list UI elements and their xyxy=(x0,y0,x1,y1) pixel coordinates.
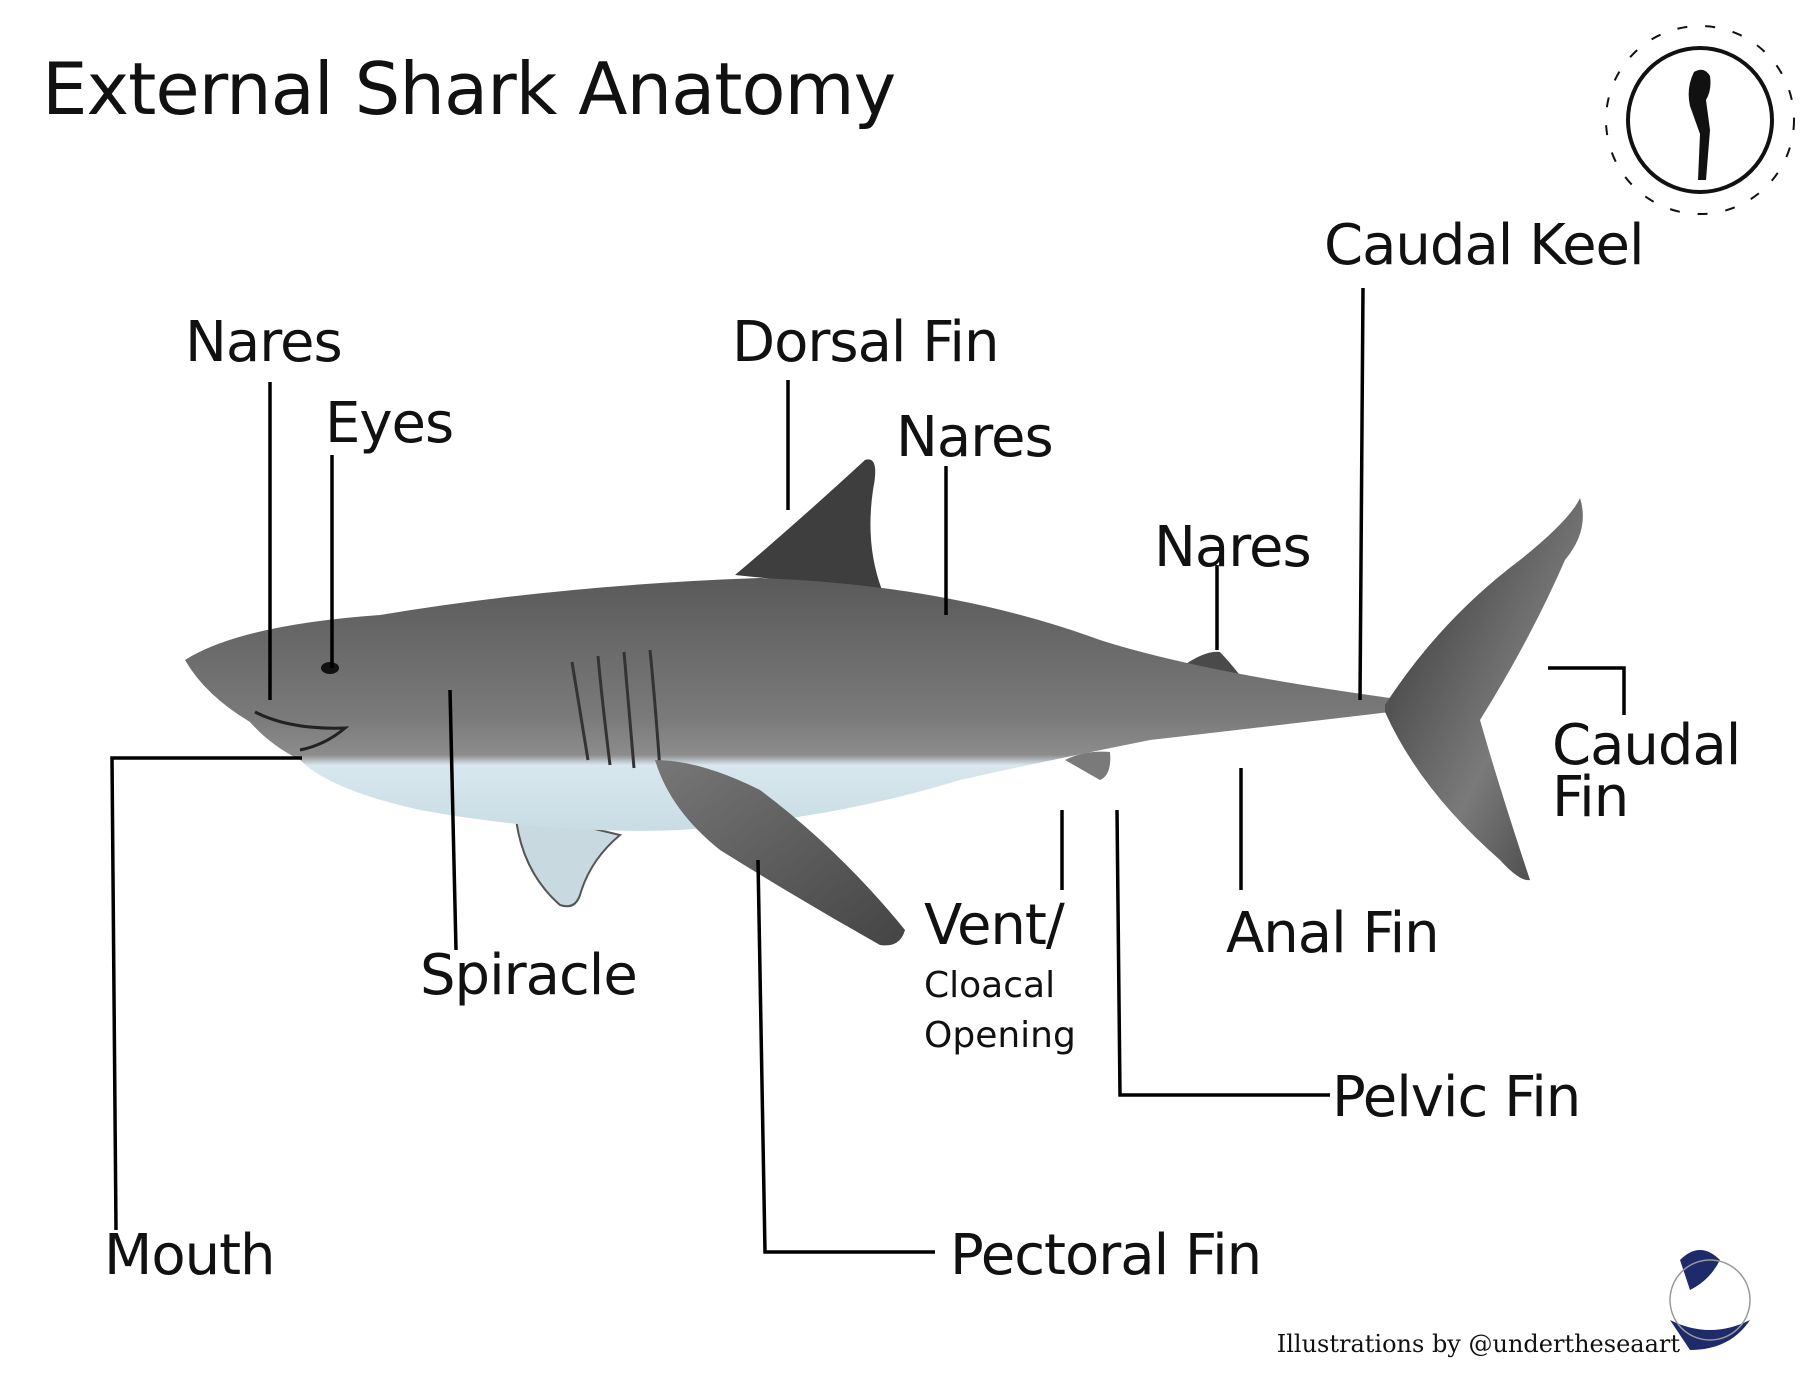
leader-spiracle xyxy=(448,689,458,951)
label-mouth: Mouth xyxy=(104,1223,276,1288)
label-spiracle: Spiracle xyxy=(420,943,638,1008)
label-vent: Vent/ xyxy=(924,893,1065,958)
leader-caudal-keel xyxy=(1358,287,1365,701)
caudal-fin-shape xyxy=(1385,498,1583,881)
label-pectoral-fin: Pectoral Fin xyxy=(950,1223,1262,1288)
dorsal-fin-shape xyxy=(735,459,882,590)
label-cloacal: Cloacal xyxy=(924,965,1056,1006)
shark-body-shape xyxy=(185,578,1390,831)
label-dorsal-fin: Dorsal Fin xyxy=(732,310,999,375)
label-caudal-fin-line1: Caudal xyxy=(1552,713,1741,778)
leader-pelvic-fin xyxy=(1115,809,1330,1097)
label-caudal-keel: Caudal Keel xyxy=(1324,213,1645,278)
illustration-credit: Illustrations by @undertheseaart xyxy=(1276,1330,1680,1358)
pectoral-fin-shape xyxy=(655,760,905,946)
leader-caudal-fin xyxy=(1548,666,1626,715)
label-nares-snout: Nares xyxy=(185,310,343,375)
leader-mouth xyxy=(110,756,302,1231)
label-eyes: Eyes xyxy=(325,391,454,456)
eye-shape xyxy=(321,662,339,674)
pelvic-fin-shape xyxy=(513,808,623,908)
gill-slits xyxy=(570,649,662,771)
anal-fin-shape xyxy=(1065,751,1111,780)
label-opening: Opening xyxy=(924,1015,1076,1056)
label-caudal-fin-line2: Fin xyxy=(1552,765,1629,830)
label-nares-second-dorsal: Nares xyxy=(1154,515,1312,580)
label-anal-fin: Anal Fin xyxy=(1226,901,1440,966)
leader-pectoral-fin xyxy=(756,859,935,1254)
logo-gingeunderthesea xyxy=(1605,25,1795,215)
label-nares-back: Nares xyxy=(896,405,1054,470)
page-title: External Shark Anatomy xyxy=(42,47,896,131)
logo-under-the-sea-art xyxy=(1669,1250,1751,1350)
label-pelvic-fin: Pelvic Fin xyxy=(1332,1065,1581,1130)
mouth-line-shape xyxy=(254,710,350,752)
